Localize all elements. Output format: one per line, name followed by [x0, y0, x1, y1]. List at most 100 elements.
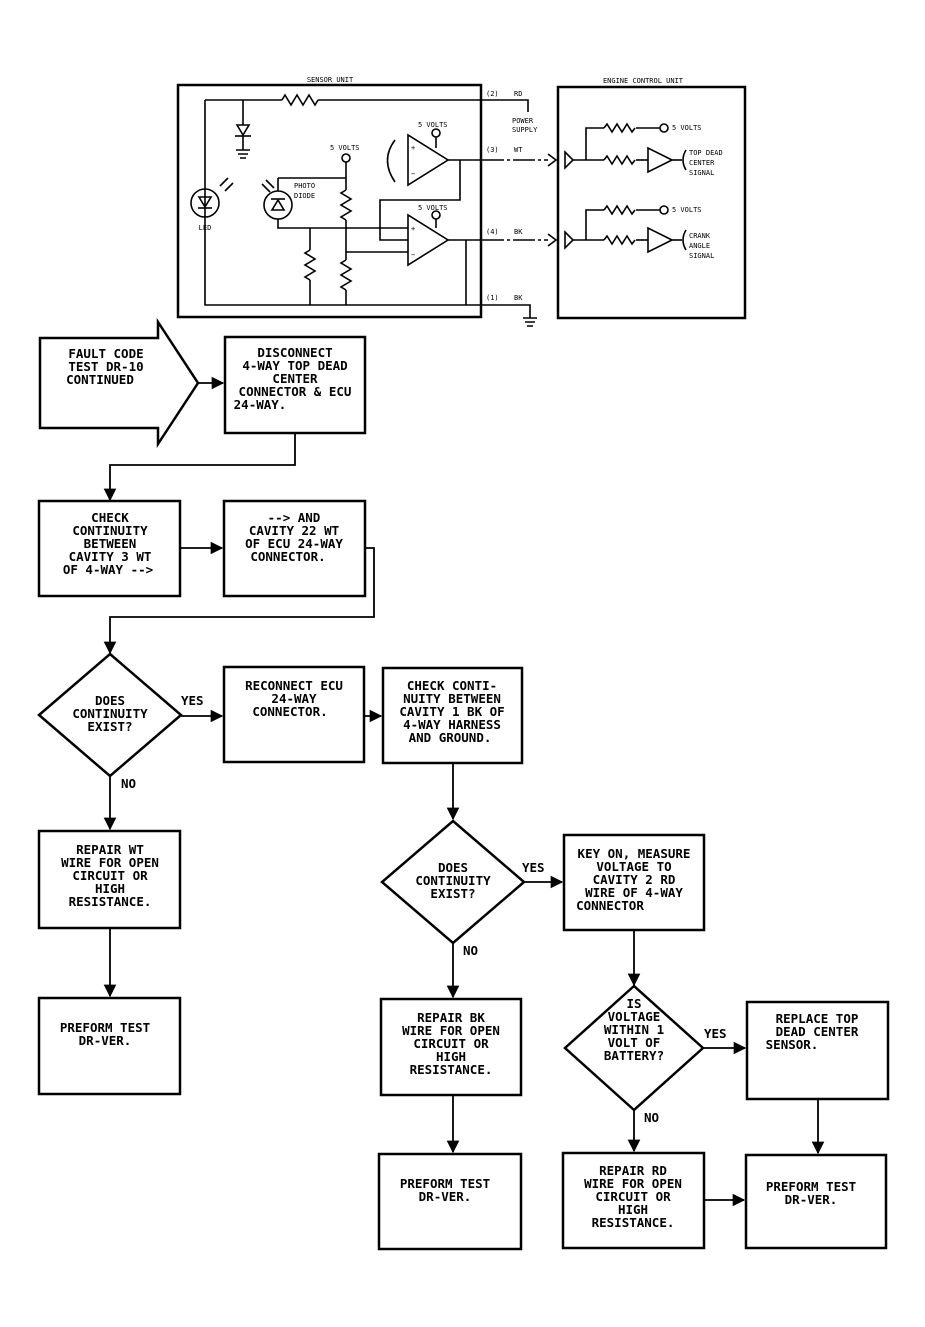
svg-text:−: − — [411, 251, 415, 259]
wire-wt-label: WT — [514, 146, 523, 154]
decision-2: DOES CONTINUITY EXIST? — [380, 819, 526, 945]
disconnect-line-4: CONNECTOR & ECU — [239, 384, 352, 399]
repair-bk-line-3: CIRCUIT OR — [413, 1036, 489, 1051]
decision-2-no-label: NO — [463, 943, 478, 958]
repair-wt-line-2: WIRE FOR OPEN — [61, 855, 159, 870]
check-bk-line-1: CHECK CONTI- — [407, 678, 497, 693]
wire-bk-signal-label: BK — [514, 228, 523, 236]
op-amp-top — [407, 133, 450, 187]
crank-signal-label-2: ANGLE — [689, 242, 710, 250]
check-wt-a-line-2: CONTINUITY — [72, 523, 148, 538]
check-bk-node: CHECK CONTI- NUITY BETWEEN CAVITY 1 BK O… — [381, 666, 524, 765]
decision-3: IS VOLTAGE WITHIN 1 VOLT OF BATTERY? — [563, 984, 705, 1112]
reconnect-line-3: CONNECTOR. — [252, 704, 327, 719]
repair-bk-line-4: HIGH — [436, 1049, 466, 1064]
perform-1-line-1: PREFORM TEST — [60, 1020, 150, 1035]
perform-1-line-2: DR-VER. — [79, 1033, 132, 1048]
sensor-unit-title: SENSOR UNIT — [307, 76, 354, 84]
check-bk-line-5: AND GROUND. — [409, 730, 492, 745]
wire-bk-ground-label: BK — [514, 294, 523, 302]
check-wt-a-line-5: OF 4-WAY --> — [63, 562, 153, 577]
ecu-internal-wiring: 5 VOLTS TOP DEAD CENTER SIGNAL 5 VOLTS C… — [564, 122, 723, 260]
repair-wt-line-1: REPAIR WT — [76, 842, 144, 857]
repair-wt-line-4: HIGH — [95, 881, 125, 896]
disconnect-line-1: DISCONNECT — [257, 345, 332, 360]
five-volts-label-5: 5 VOLTS — [672, 206, 702, 214]
ecu-buffer-top — [647, 146, 674, 174]
key-on-line-1: KEY ON, MEASURE — [578, 846, 691, 861]
check-wt-a-line-4: CAVITY 3 WT — [69, 549, 152, 564]
wire-rd-label: RD — [514, 90, 522, 98]
check-wt-b-line-2: CAVITY 22 WT — [249, 523, 339, 538]
check-wt-a-line-3: BETWEEN — [84, 536, 137, 551]
repair-bk-node: REPAIR BK WIRE FOR OPEN CIRCUIT OR HIGH … — [379, 997, 523, 1097]
decision-1-line-1: DOES — [95, 693, 125, 708]
svg-text:−: − — [411, 170, 415, 178]
flow-nodes: FAULT CODE TEST DR-10 CONTINUED DISCONNE… — [37, 317, 890, 1251]
five-volts-label-2: 5 VOLTS — [418, 121, 448, 129]
check-wt-a-line-1: CHECK — [91, 510, 129, 525]
start-line-2: TEST DR-10 — [68, 359, 143, 374]
check-wt-node-a: CHECK CONTINUITY BETWEEN CAVITY 3 WT OF … — [37, 499, 182, 598]
key-on-line-4: WIRE OF 4-WAY — [585, 885, 683, 900]
key-on-line-3: CAVITY 2 RD — [593, 872, 676, 887]
decision-1-line-3: EXIST? — [87, 719, 132, 734]
replace-line-1: REPLACE TOP — [776, 1011, 859, 1026]
repair-rd-line-1: REPAIR RD — [599, 1163, 667, 1178]
repair-wt-line-5: RESISTANCE. — [69, 894, 152, 909]
repair-rd-line-5: RESISTANCE. — [592, 1215, 675, 1230]
start-line-3: CONTINUED — [66, 372, 134, 387]
repair-rd-node: REPAIR RD WIRE FOR OPEN CIRCUIT OR HIGH … — [561, 1151, 706, 1250]
perform-2-line-1: PREFORM TEST — [400, 1176, 490, 1191]
repair-rd-line-3: CIRCUIT OR — [595, 1189, 671, 1204]
disconnect-line-3: CENTER — [272, 371, 318, 386]
replace-sensor-node: REPLACE TOP DEAD CENTER SENSOR. — [745, 1000, 890, 1101]
five-volts-label-4: 5 VOLTS — [672, 124, 702, 132]
crank-signal-label-1: CRANK — [689, 232, 711, 240]
check-wt-b-line-4: CONNECTOR. — [250, 549, 325, 564]
crank-signal-label-3: SIGNAL — [689, 252, 714, 260]
repair-bk-line-1: REPAIR BK — [417, 1010, 485, 1025]
photo-diode-symbol — [263, 190, 293, 220]
repair-bk-line-2: WIRE FOR OPEN — [402, 1023, 500, 1038]
check-bk-line-4: 4-WAY HARNESS — [403, 717, 501, 732]
photo-diode-label-1: PHOTO — [294, 182, 315, 190]
decision-1-no-label: NO — [121, 776, 136, 791]
replace-line-2: DEAD CENTER — [776, 1024, 859, 1039]
decision-2-line-1: DOES — [438, 860, 468, 875]
repair-wt-line-3: CIRCUIT OR — [72, 868, 148, 883]
disconnect-line-2: 4-WAY TOP DEAD — [242, 358, 347, 373]
reconnect-line-2: 24-WAY — [271, 691, 317, 706]
repair-wt-node: REPAIR WT WIRE FOR OPEN CIRCUIT OR HIGH … — [37, 829, 182, 930]
disconnect-line-5: 24-WAY. — [234, 397, 287, 412]
perform-3-line-2: DR-VER. — [785, 1192, 838, 1207]
led-label: LED — [199, 224, 212, 232]
engine-control-unit-title: ENGINE CONTROL UNIT — [603, 77, 684, 85]
power-supply-label-2: SUPPLY — [512, 126, 538, 134]
decision-1-line-2: CONTINUITY — [72, 706, 148, 721]
decision-3-line-2: VOLTAGE — [608, 1009, 661, 1024]
decision-3-line-1: IS — [626, 996, 641, 1011]
tdc-signal-label-2: CENTER — [689, 159, 715, 167]
repair-rd-line-2: WIRE FOR OPEN — [584, 1176, 682, 1191]
decision-3-no-label: NO — [644, 1110, 659, 1125]
perform-3-line-1: PREFORM TEST — [766, 1179, 856, 1194]
check-bk-line-3: CAVITY 1 BK OF — [399, 704, 504, 719]
pin-wt: (3) — [486, 146, 499, 154]
decision-3-line-5: BATTERY? — [604, 1048, 664, 1063]
check-bk-line-2: NUITY BETWEEN — [403, 691, 501, 706]
repair-rd-line-4: HIGH — [618, 1202, 648, 1217]
tdc-signal-label-1: TOP DEAD — [689, 149, 723, 157]
check-wt-b-line-3: OF ECU 24-WAY — [245, 536, 343, 551]
tdc-signal-label-3: SIGNAL — [689, 169, 714, 177]
led-symbol — [190, 188, 220, 218]
sensor-internal-wiring: LED PHOTO DIODE 5 VOLTS + — [190, 93, 482, 306]
perform-test-node-2: PREFORM TEST DR-VER. — [377, 1152, 523, 1251]
start-node: FAULT CODE TEST DR-10 CONTINUED — [38, 317, 200, 449]
disconnect-node: DISCONNECT 4-WAY TOP DEAD CENTER CONNECT… — [223, 335, 367, 435]
five-volts-label-3: 5 VOLTS — [418, 204, 448, 212]
key-on-line-2: VOLTAGE TO — [596, 859, 671, 874]
decision-2-line-2: CONTINUITY — [415, 873, 491, 888]
pin-rd: (2) — [486, 90, 499, 98]
